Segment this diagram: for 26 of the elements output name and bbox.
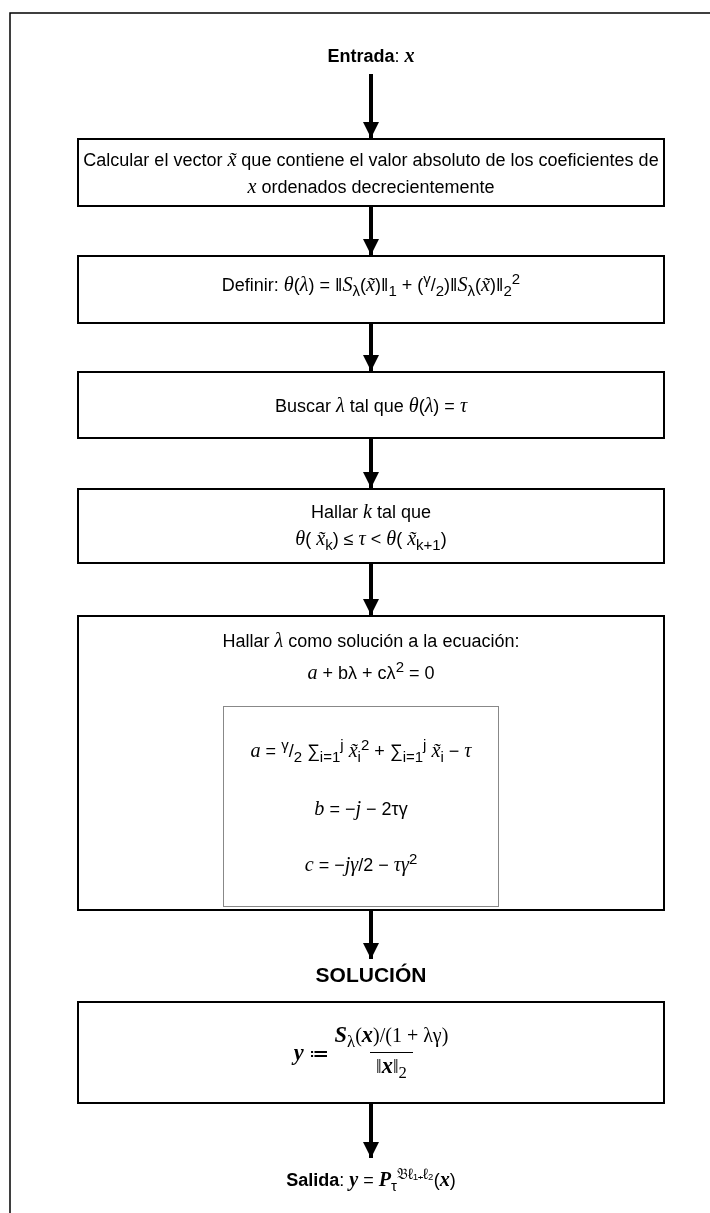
step-text: Calcular el vector x̃ que contiene el valor absoluto de los coeficientes de x ordenados decrecientemente xyxy=(82,147,660,199)
arrow xyxy=(363,564,379,615)
process-box xyxy=(77,371,665,439)
arrow xyxy=(363,74,379,138)
process-box xyxy=(77,255,665,324)
formula: b = −j − 2τγ xyxy=(314,795,408,822)
process-box xyxy=(77,488,665,564)
formula: y ≔ S$_{λ}$(x)/(1 + λγ) ‖x‖$_{2}$ xyxy=(293,1022,449,1083)
arrow xyxy=(363,207,379,255)
input-label: Entrada: x xyxy=(327,42,415,68)
arrow xyxy=(363,911,379,959)
section-heading: SOLUCIÓN xyxy=(314,963,428,987)
step-text: Hallar λ como solución a la ecuación: xyxy=(222,628,520,653)
formula: θ( x̃$_{k}$) ≤ τ < θ( x̃$_{k+1}$) xyxy=(295,525,447,554)
process-box xyxy=(77,615,665,911)
step-text: Hallar k tal que xyxy=(311,499,431,525)
arrow xyxy=(363,1104,379,1158)
output-label: Salida: y = P$_{τ}$$^{𝔅ℓ₁₊ℓ₂}$(x) xyxy=(286,1164,456,1196)
step-text: Buscar λ tal que θ(λ) = τ xyxy=(274,392,468,418)
process-box xyxy=(77,138,665,207)
formula: c = −jγ/2 − τγ$^{2}$ xyxy=(304,849,418,878)
arrow xyxy=(363,324,379,371)
formula-box xyxy=(223,706,499,907)
formula: a = $^{γ}$/$_{2}$ ∑$_{i=1}$$^{j}$ x̃$_{i}$$^{2}$ + ∑$_{i=1}$$^{j}$ x̃$_{i}$ − τ xyxy=(250,735,472,767)
arrow xyxy=(363,439,379,488)
formula: a + bλ + cλ$^{2}$ = 0 xyxy=(307,657,435,686)
